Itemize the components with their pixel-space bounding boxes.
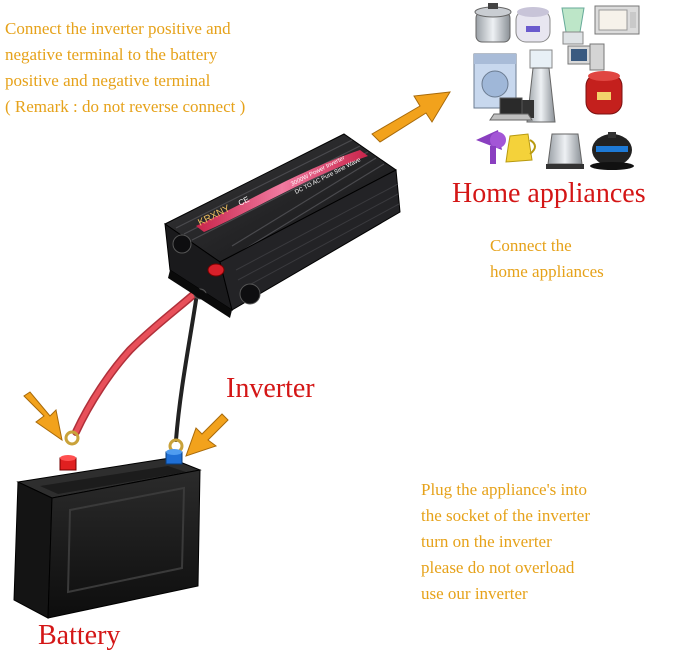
blue-kettle-icon <box>590 132 634 170</box>
electric-kettle-icon <box>546 133 584 169</box>
inverter-title: Inverter <box>226 373 315 404</box>
battery-negative-terminal <box>165 449 183 465</box>
laptop-icon <box>489 97 533 121</box>
usage-line: Plug the appliance's into <box>421 480 587 499</box>
appliances-cluster <box>473 3 640 170</box>
connect-appliances-text: Connect the home appliances <box>490 233 604 285</box>
computer-monitor-icon <box>567 43 605 71</box>
pressure-cooker-icon <box>474 3 512 43</box>
usage-line: use our inverter <box>421 584 528 603</box>
connect-line: home appliances <box>490 262 604 281</box>
red-rice-cooker-icon <box>585 71 623 115</box>
hair-dryer-icon <box>476 130 506 164</box>
rice-cooker-icon <box>515 7 551 43</box>
arrow-to-negative-terminal-icon <box>185 413 229 457</box>
usage-line: please do not overload <box>421 558 575 577</box>
positive-cable <box>64 272 218 446</box>
usage-line: the socket of the inverter <box>421 506 590 525</box>
intro-line: Connect the inverter positive and <box>5 19 231 38</box>
battery-title: Battery <box>38 620 121 651</box>
battery-device <box>13 449 202 619</box>
usage-instructions: Plug the appliance's into the socket of … <box>421 477 590 607</box>
negative-cable <box>168 298 198 454</box>
battery-positive-terminal <box>59 455 77 471</box>
arrow-to-appliances-icon <box>371 91 451 143</box>
intro-line: negative terminal to the battery <box>5 45 218 64</box>
yellow-kettle-icon <box>505 133 536 163</box>
blender-icon <box>561 7 585 45</box>
juicer-icon <box>522 49 556 123</box>
home-appliances-title: Home appliances <box>452 178 646 209</box>
usage-line: turn on the inverter <box>421 532 552 551</box>
microwave-icon <box>594 5 640 35</box>
intro-line: ( Remark : do not reverse connect ) <box>5 97 246 116</box>
washing-machine-icon <box>473 53 517 109</box>
arrow-to-positive-terminal-icon <box>23 391 63 442</box>
intro-instructions: Connect the inverter positive and negati… <box>5 16 245 120</box>
intro-line: positive and negative terminal <box>5 71 211 90</box>
inverter-device: KRXNY CE 3000W Power Inverter DC TO AC P… <box>164 133 401 318</box>
connect-line: Connect the <box>490 236 572 255</box>
